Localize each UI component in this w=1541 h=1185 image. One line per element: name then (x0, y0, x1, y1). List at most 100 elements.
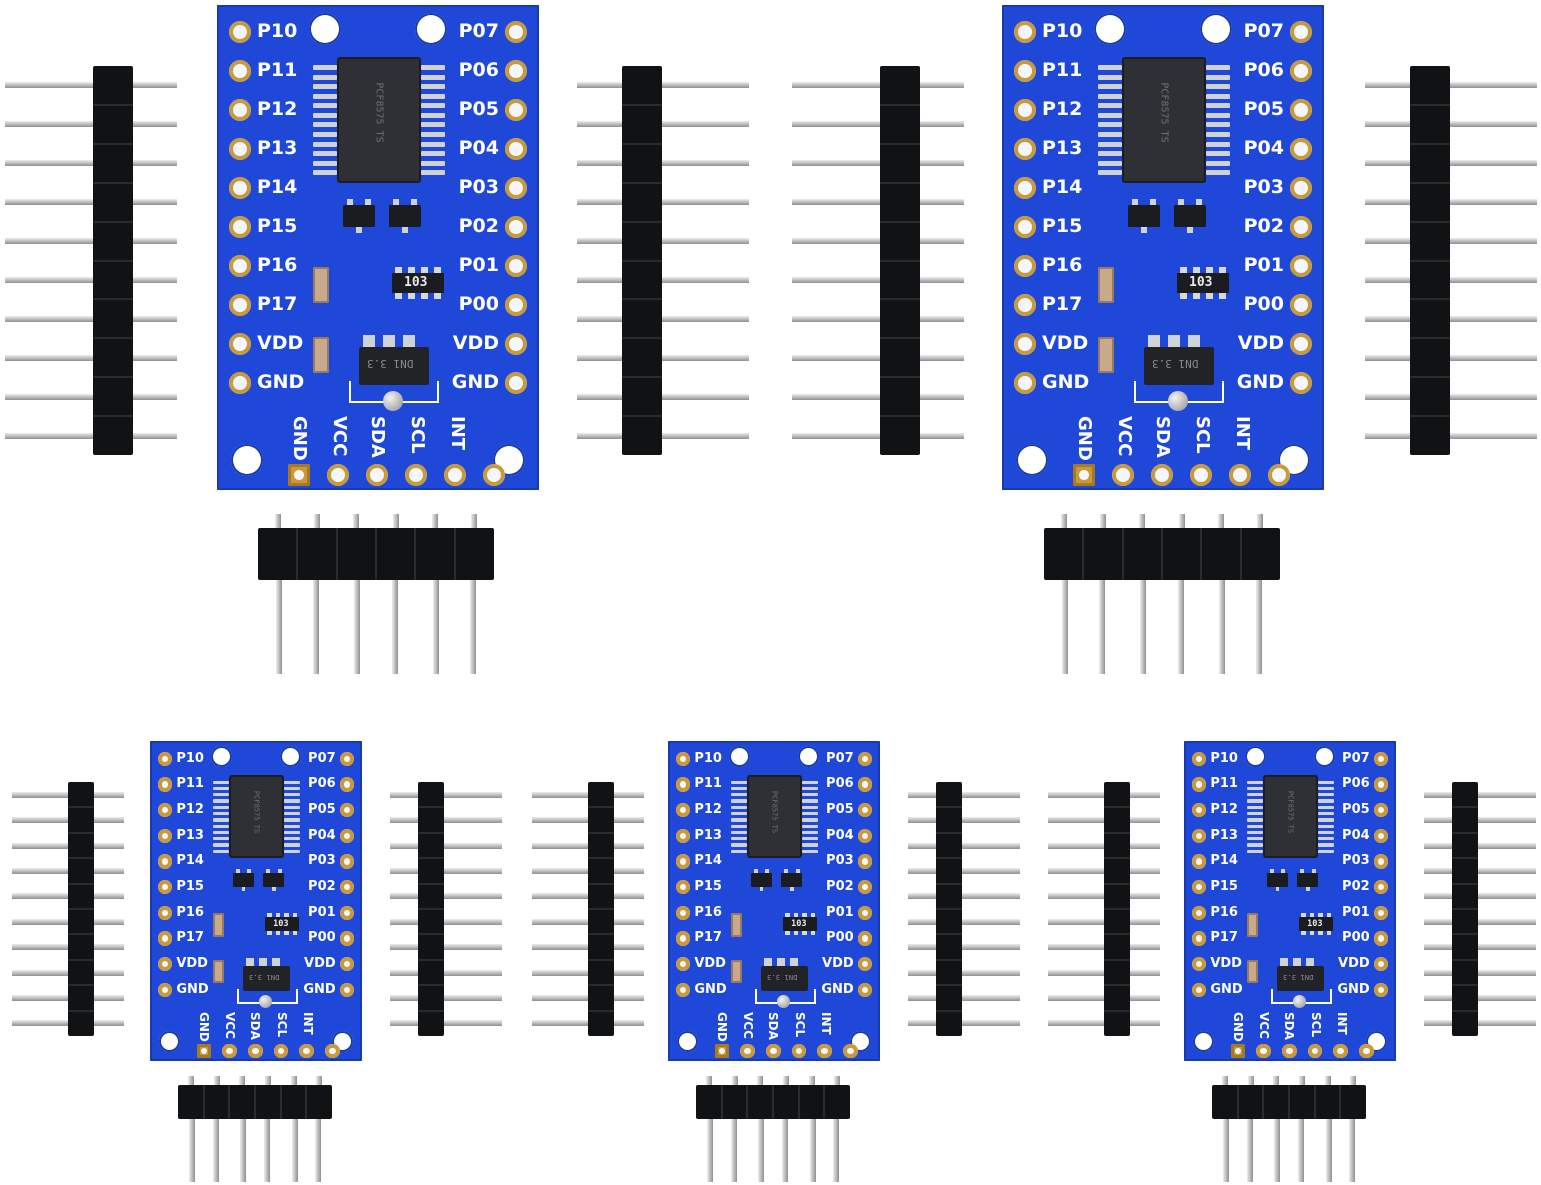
chip-pin (1098, 141, 1122, 147)
regulator-lead (1306, 958, 1315, 967)
header-segment-gap (1236, 1085, 1239, 1119)
chip-pin (1318, 837, 1335, 841)
header-pin-long (291, 1117, 298, 1182)
header-segment-gap (1410, 376, 1450, 379)
header-pin-long (275, 578, 282, 674)
regulator-lead (1168, 335, 1180, 347)
smd-capacitor (1098, 267, 1114, 303)
chip-pin (213, 786, 229, 791)
transistor-lead (759, 887, 764, 892)
bottom-pin-label: SDA (367, 416, 388, 458)
chip-pin (284, 793, 301, 797)
chip-pin (1318, 818, 1335, 822)
header-pin (792, 199, 964, 206)
pin-label-right: VDD (1237, 331, 1284, 354)
header-pin-short (316, 1076, 323, 1089)
resistor-network (1177, 273, 1229, 293)
header-segment-gap (622, 376, 662, 379)
gpio-pad (1373, 982, 1389, 998)
header-segment-gap (772, 1085, 774, 1119)
resnet-pad (793, 913, 799, 918)
header-segment-gap (418, 857, 444, 860)
header-segment-gap (418, 984, 444, 987)
header-pin (1424, 817, 1536, 824)
gpio-pad (157, 905, 173, 921)
header-segment-gap (1410, 181, 1450, 184)
header-pin (577, 432, 749, 439)
gpio-pad (1373, 828, 1389, 844)
resnet-pad (1318, 930, 1323, 935)
mounting-hole (1193, 1030, 1215, 1052)
chip-pin (1098, 74, 1122, 80)
gpio-pad (1373, 931, 1389, 946)
header-pin (5, 160, 177, 167)
gpio-pad (1014, 372, 1036, 394)
transistor-lead (365, 199, 371, 205)
chip-pin (313, 103, 337, 109)
header-pin (577, 82, 749, 89)
chip-pin (1098, 103, 1122, 109)
pin-label-left: P11 (1210, 776, 1238, 792)
chip-pin (284, 786, 301, 791)
header-segment-gap (418, 933, 444, 936)
resistor-network (1299, 917, 1334, 931)
i2c-pad (1359, 1043, 1374, 1059)
chip-pin (802, 805, 819, 809)
header-segment-gap (1239, 528, 1242, 580)
pin-label-left: P10 (694, 750, 722, 766)
sot23-transistor (1174, 205, 1206, 227)
transistor-lead (402, 227, 408, 233)
i2c-pad (366, 464, 388, 486)
header-pin (1365, 160, 1537, 167)
resnet-marking: 103 (1307, 918, 1323, 929)
i2c-pad (483, 464, 505, 486)
header-pin-short (834, 1076, 841, 1089)
regulator-marking: DN1 3.3 (1152, 357, 1199, 370)
header-pin (390, 994, 502, 1001)
header-pin (5, 199, 177, 206)
chip-pin (1098, 170, 1122, 176)
header-pin (908, 791, 1020, 798)
chip-pin (802, 818, 819, 822)
pin-label-right: P03 (1342, 853, 1370, 869)
header-pin-long (1274, 1117, 1281, 1182)
voltage-regulator (1144, 347, 1214, 385)
chip-pin (313, 170, 337, 176)
header-pin (577, 354, 749, 361)
header-pin-short (274, 514, 281, 532)
header-pin-long (1297, 1117, 1304, 1182)
gpio-pad (229, 294, 251, 316)
pin-label-left: P16 (257, 253, 298, 276)
bottom-pin-label: VCC (329, 416, 350, 457)
header-pin (908, 842, 1020, 849)
chip-pin (313, 131, 337, 137)
header-segment-gap (1410, 142, 1450, 145)
header-pin-long (1099, 578, 1105, 674)
header-pin (577, 121, 749, 128)
resnet-marking: 103 (1189, 275, 1213, 290)
pin-label-left: P16 (694, 904, 722, 920)
header-segment-gap (1410, 103, 1450, 106)
regulator-lead (259, 958, 268, 967)
regulator-lead (246, 958, 254, 967)
pin-label-right: P06 (308, 776, 336, 792)
gpio-pad (339, 802, 355, 818)
resnet-pad (275, 913, 281, 918)
pin-label-right: P02 (1342, 879, 1370, 894)
header-pin-short (264, 1076, 271, 1089)
regulator-marking: DN1 3.3 (766, 972, 798, 982)
transistor-lead (393, 199, 399, 205)
header-pin (577, 238, 749, 245)
chip-pin (731, 786, 747, 791)
bottom-pin-label: VCC (1257, 1012, 1272, 1040)
header-segment-gap (1410, 337, 1450, 340)
chip-pin (284, 849, 301, 854)
i2c-pad (817, 1043, 832, 1059)
header-segment-gap (375, 528, 377, 580)
gpio-pad (505, 255, 527, 277)
transistor-lead (789, 887, 794, 892)
regulator-lead (403, 335, 415, 347)
gpio-pad (1191, 751, 1207, 767)
pin-label-left: P11 (176, 776, 204, 792)
pin-label-right: P07 (1342, 750, 1370, 766)
